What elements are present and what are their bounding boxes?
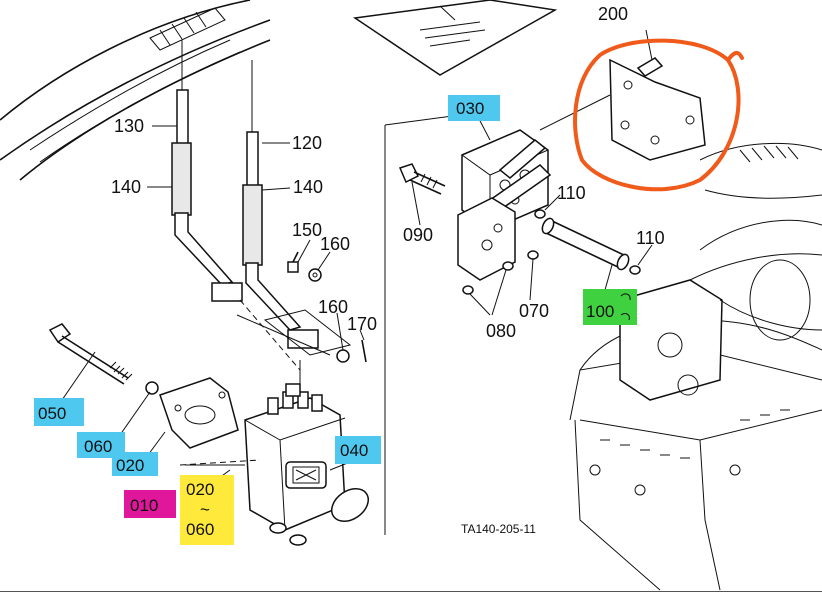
label-150: 150 bbox=[292, 220, 322, 240]
lever-guide-plate bbox=[0, 0, 271, 181]
control-valve-body bbox=[179, 360, 346, 546]
o-ring-080a bbox=[462, 285, 474, 295]
o-ring-080b bbox=[502, 261, 514, 271]
label-100: 100 bbox=[586, 302, 614, 321]
bracket-200 bbox=[539, 57, 706, 161]
pin-170 bbox=[361, 339, 367, 363]
label-130: 130 bbox=[114, 116, 144, 136]
highlight-020-cover bbox=[112, 452, 158, 476]
o-ring-070 bbox=[527, 250, 539, 260]
o-ring-040 bbox=[331, 488, 369, 522]
highlight-010 bbox=[124, 490, 176, 518]
transmission-housing bbox=[569, 142, 822, 591]
manual-booklet bbox=[352, 0, 558, 76]
washer-160-lower bbox=[336, 349, 350, 363]
label-200: 200 bbox=[598, 4, 628, 24]
annotation-circle bbox=[573, 38, 744, 192]
label-160-upper: 160 bbox=[320, 234, 350, 254]
label-070: 070 bbox=[519, 301, 549, 321]
label-060: 060 bbox=[84, 437, 112, 456]
leader-lines bbox=[61, 29, 653, 506]
label-120: 120 bbox=[292, 133, 322, 153]
highlight-030 bbox=[448, 95, 500, 121]
highlight-050 bbox=[34, 398, 84, 426]
label-060-range-end: 060 bbox=[186, 520, 214, 539]
highlight-020-060 bbox=[180, 475, 234, 545]
label-030: 030 bbox=[456, 99, 484, 118]
long-bolt-050 bbox=[48, 323, 159, 395]
label-140-right: 140 bbox=[293, 177, 323, 197]
pin-150 bbox=[287, 251, 299, 273]
drawing-code: TA140-205-11 bbox=[461, 522, 536, 536]
label-080: 080 bbox=[486, 321, 516, 341]
label-140-left: 140 bbox=[111, 177, 141, 197]
bolt-090 bbox=[398, 163, 446, 195]
label-020-range-start: 020 bbox=[186, 480, 214, 499]
cover-plate-020 bbox=[159, 377, 239, 449]
label-090: 090 bbox=[403, 225, 433, 245]
label-170: 170 bbox=[347, 314, 377, 334]
label-110-upper: 110 bbox=[557, 183, 586, 203]
label-040: 040 bbox=[340, 441, 368, 460]
curl-marks bbox=[620, 293, 631, 321]
label-010: 010 bbox=[130, 496, 158, 515]
lever-left bbox=[171, 40, 243, 302]
washer-hole bbox=[312, 272, 318, 278]
bottom-divider bbox=[0, 591, 822, 599]
label-110-lower: 110 bbox=[636, 228, 665, 248]
pipe-100 bbox=[541, 217, 630, 271]
label-050: 050 bbox=[38, 404, 66, 423]
lower-block bbox=[457, 197, 516, 281]
lever-right bbox=[242, 60, 319, 349]
label-range-tilde: ~ bbox=[200, 500, 210, 519]
o-ring-110b bbox=[629, 265, 641, 275]
label-160-lower: 160 bbox=[318, 297, 348, 317]
highlight-040 bbox=[335, 436, 381, 464]
o-ring-110a bbox=[534, 209, 546, 219]
label-020-cover: 020 bbox=[116, 456, 144, 475]
washer-160-upper bbox=[308, 268, 322, 282]
